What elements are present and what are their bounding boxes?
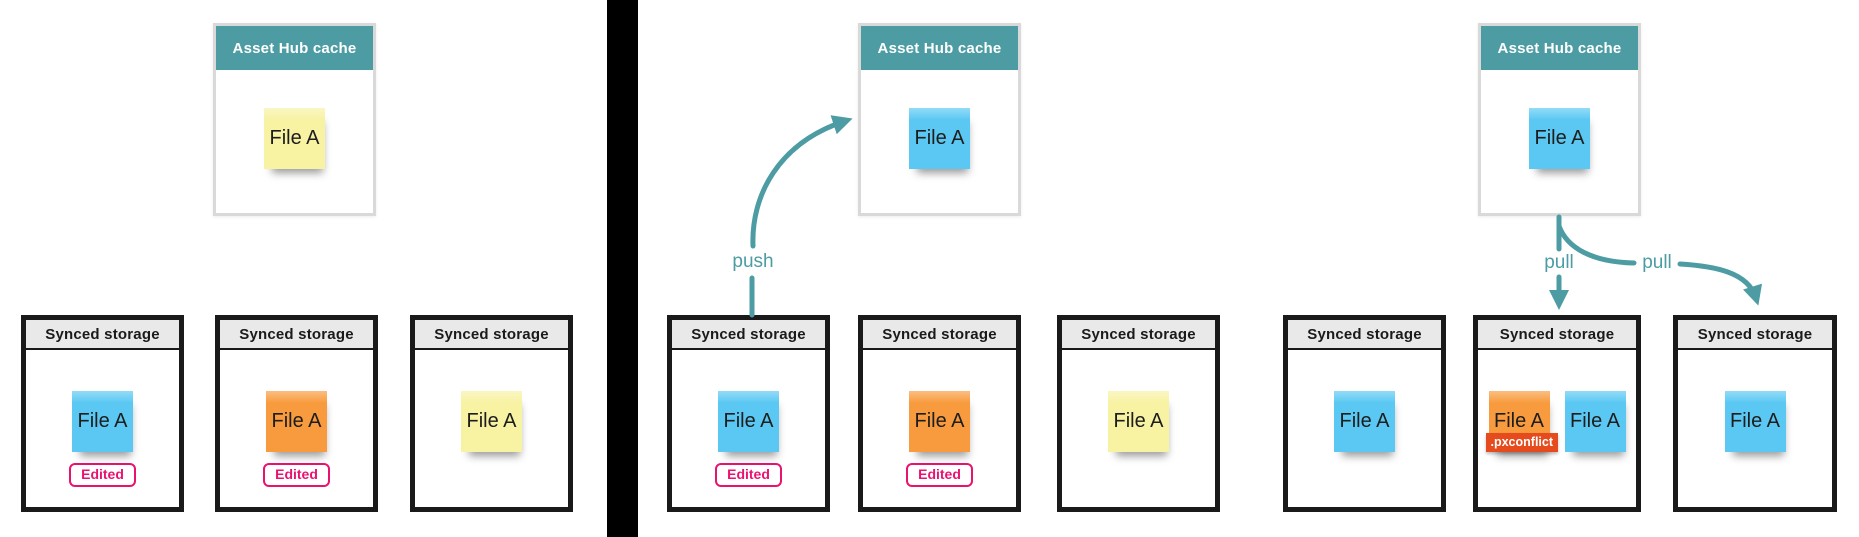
sticky-note: File A [1334,391,1395,452]
sticky-note: File A [1108,391,1169,452]
synced-storage-box: Synced storage File A Edited [858,315,1021,512]
storage-header: Synced storage [863,320,1016,350]
note-label: File A [1113,410,1164,432]
sticky-note: File A [909,108,970,169]
push-arrow-curve [750,115,853,249]
storage-header: Synced storage [220,320,373,350]
storage-title: Synced storage [1697,325,1813,343]
sticky-note: File A [718,391,779,452]
edited-badge: Edited [715,463,782,487]
storage-title: Synced storage [691,325,806,343]
pull-arrow-right-curve [1677,261,1763,306]
asset-hub-cache-box: Asset Hub cache File A [1478,23,1641,216]
pull-label-right: pull [1642,252,1672,273]
synced-storage-box: Synced storage File A .pxconflict File A [1473,315,1641,512]
storage-body: File A Edited [672,350,825,487]
sticky-note: File A [72,391,133,452]
notes-row: File A .pxconflict File A [1485,391,1626,452]
synced-storage-box: Synced storage File A Edited [667,315,830,512]
storage-title: Synced storage [45,325,160,343]
asset-hub-cache-box: Asset Hub cache File A [213,23,376,216]
push-label: push [732,251,774,272]
notes-row: File A [1724,391,1786,452]
note-label: File A [1569,410,1621,432]
cache-body: File A [1481,70,1638,213]
cache-body: File A [216,70,373,213]
storage-title: Synced storage [1081,325,1196,343]
note-label: File A [914,410,965,432]
pxconflict-tag: .pxconflict [1485,432,1559,452]
storage-body: File A [1062,350,1215,452]
sticky-note: File A [1724,391,1786,452]
note-label: File A [1493,410,1545,432]
sticky-note: File A [909,391,970,452]
storage-body: File A Edited [26,350,179,487]
sticky-note: File A [1529,108,1590,169]
notes-row: File A [1108,391,1169,452]
storage-title: Synced storage [1499,325,1615,343]
edited-badge: Edited [906,463,973,487]
note-label: File A [1339,410,1390,432]
cache-body: File A [861,70,1018,213]
storage-header: Synced storage [1062,320,1215,350]
note-label: File A [466,410,517,432]
asset-hub-cache-box: Asset Hub cache File A [858,23,1021,216]
storage-header: Synced storage [26,320,179,350]
storage-header: Synced storage [415,320,568,350]
storage-body: File A [1678,350,1832,452]
synced-storage-box: Synced storage File A Edited [215,315,378,512]
notes-row: File A [266,391,327,452]
sticky-note: File A [266,391,327,452]
notes-row: File A [718,391,779,452]
storage-body: File A [415,350,568,452]
cache-title: Asset Hub cache [232,39,357,57]
conflicted-note-wrap: File A .pxconflict [1485,391,1559,452]
notes-row: File A [909,391,970,452]
cache-header: Asset Hub cache [216,26,373,70]
edited-badge: Edited [69,463,136,487]
scene-divider [607,0,638,537]
notes-row: File A [461,391,522,452]
notes-row: File A [1334,391,1395,452]
storage-header: Synced storage [1288,320,1441,350]
note-label: File A [723,410,774,432]
storage-title: Synced storage [1307,325,1422,343]
sticky-note: File A [264,108,325,169]
cache-header: Asset Hub cache [1481,26,1638,70]
synced-storage-box: Synced storage File A [1673,315,1837,512]
storage-header: Synced storage [672,320,825,350]
storage-body: File A [1288,350,1441,452]
cache-header: Asset Hub cache [861,26,1018,70]
notes-row: File A [72,391,133,452]
sticky-note: File A [1564,391,1626,452]
note-label: File A [1729,410,1781,432]
note-label: File A [269,127,320,149]
note-label: File A [1534,127,1585,149]
storage-body: File A .pxconflict File A [1478,350,1636,452]
note-label: File A [77,410,128,432]
cache-title: Asset Hub cache [1497,39,1622,57]
storage-header: Synced storage [1478,320,1636,350]
note-label: File A [914,127,965,149]
note-label: File A [271,410,322,432]
cache-title: Asset Hub cache [877,39,1002,57]
sticky-note: File A [461,391,522,452]
synced-storage-box: Synced storage File A Edited [21,315,184,512]
storage-body: File A Edited [220,350,373,487]
edited-badge: Edited [263,463,330,487]
storage-title: Synced storage [882,325,997,343]
storage-title: Synced storage [434,325,549,343]
synced-storage-box: Synced storage File A [1283,315,1446,512]
synced-storage-box: Synced storage File A [1057,315,1220,512]
storage-header: Synced storage [1678,320,1832,350]
storage-title: Synced storage [239,325,354,343]
synced-storage-box: Synced storage File A [410,315,573,512]
pull-label-left: pull [1544,252,1574,273]
storage-body: File A Edited [863,350,1016,487]
